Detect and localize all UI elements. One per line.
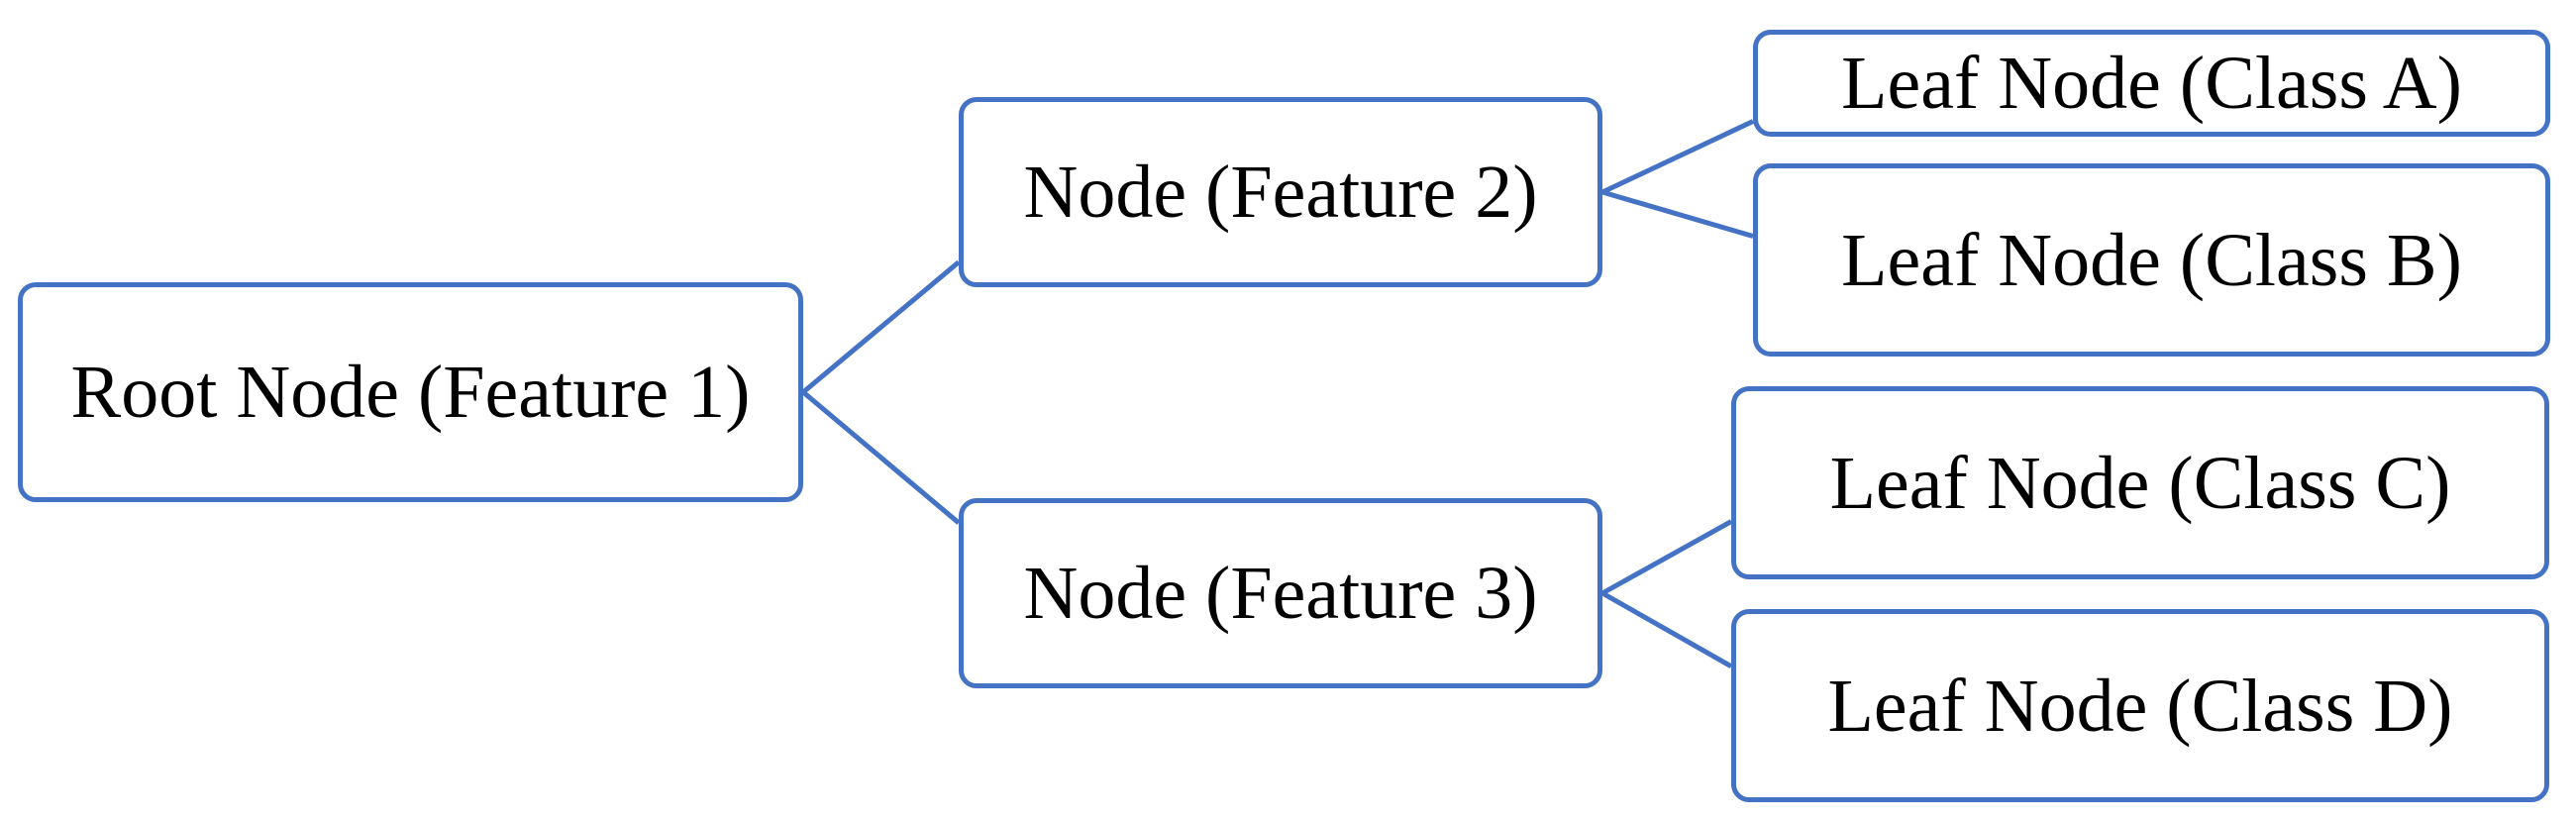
leaf-node-class-a: Leaf Node (Class A) — [1753, 30, 2550, 137]
connector-feature2-to-leaf_a — [1600, 119, 1755, 195]
leaf-node-class-d-label: Leaf Node (Class D) — [1827, 664, 2453, 748]
leaf-node-class-c: Leaf Node (Class C) — [1731, 386, 2549, 579]
connector-root-to-feature2 — [801, 259, 961, 394]
connector-feature3-to-leaf_d — [1600, 590, 1733, 668]
root-node: Root Node (Feature 1) — [18, 282, 803, 502]
connector-feature2-to-leaf_b — [1601, 189, 1754, 239]
connector-feature3-to-leaf_c — [1600, 519, 1733, 596]
feature-3-node-label: Node (Feature 3) — [1023, 552, 1538, 635]
feature-2-node: Node (Feature 2) — [959, 97, 1602, 287]
connector-root-to-feature3 — [801, 390, 961, 525]
leaf-node-class-d: Leaf Node (Class D) — [1731, 609, 2549, 802]
feature-2-node-label: Node (Feature 2) — [1023, 151, 1538, 234]
leaf-node-class-a-label: Leaf Node (Class A) — [1841, 42, 2462, 125]
leaf-node-class-b: Leaf Node (Class B) — [1753, 163, 2550, 357]
leaf-node-class-b-label: Leaf Node (Class B) — [1841, 218, 2462, 302]
feature-3-node: Node (Feature 3) — [959, 498, 1602, 688]
root-node-label: Root Node (Feature 1) — [70, 351, 751, 434]
leaf-node-class-c-label: Leaf Node (Class C) — [1829, 441, 2451, 525]
